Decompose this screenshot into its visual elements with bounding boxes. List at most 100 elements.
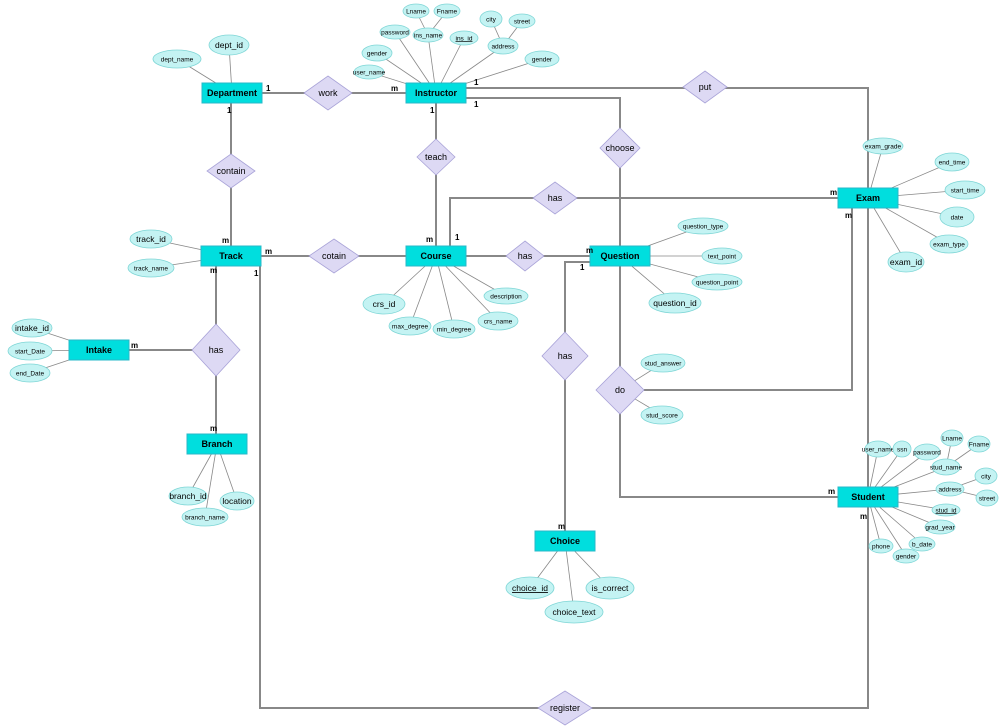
relationship-choose[interactable]: choose: [599, 127, 641, 169]
ellipse-shape: [544, 600, 604, 624]
relationship-has_question[interactable]: has: [505, 240, 545, 272]
attribute-min_degree[interactable]: min_degree: [432, 319, 476, 339]
ellipse-shape: [862, 137, 904, 155]
attribute-ins_lname[interactable]: Lname: [402, 3, 430, 19]
attribute-question_type[interactable]: question_type: [677, 217, 729, 235]
attribute-track_name[interactable]: track_name: [127, 258, 175, 278]
ellipse-shape: [929, 234, 969, 254]
attribute-question_point[interactable]: question_point: [691, 273, 743, 291]
entity-exam[interactable]: Exam: [837, 187, 899, 209]
attribute-start_date[interactable]: start_Date: [7, 341, 53, 361]
attribute-stud_id[interactable]: stud_id: [931, 503, 961, 517]
attribute-st_street[interactable]: street: [975, 489, 999, 507]
entity-student[interactable]: Student: [837, 486, 899, 508]
attribute-label: Lname: [406, 8, 426, 15]
attribute-question_id[interactable]: question_id: [648, 292, 702, 314]
attribute-exam_type[interactable]: exam_type: [929, 234, 969, 254]
attribute-branch_id[interactable]: branch_id: [168, 486, 208, 506]
attribute-grad_year[interactable]: grad_year: [924, 519, 955, 535]
entity-course[interactable]: Course: [405, 245, 467, 267]
attribute-st_address[interactable]: address: [935, 481, 965, 497]
relationship-put[interactable]: put: [682, 70, 728, 104]
attribute-ins_address[interactable]: address: [487, 37, 519, 55]
attribute-dept_name[interactable]: dept_name: [152, 49, 202, 69]
attribute-st_fname[interactable]: Fname: [967, 435, 991, 453]
attribute-track_id[interactable]: track_id: [129, 229, 173, 249]
ellipse-shape: [935, 481, 965, 497]
relationship-do[interactable]: do: [595, 365, 645, 415]
entity-label: Exam: [856, 193, 880, 203]
relationship-register[interactable]: register: [537, 690, 593, 726]
entity-instructor[interactable]: Instructor: [405, 82, 467, 104]
attribute-label: gender: [896, 553, 917, 560]
attribute-intake_id[interactable]: intake_id: [11, 318, 53, 338]
attribute-st_city[interactable]: city: [974, 467, 998, 485]
attribute-ins_gender[interactable]: gender: [361, 44, 393, 62]
entity-branch[interactable]: Branch: [186, 433, 248, 455]
attribute-branch_name[interactable]: branch_name: [181, 507, 229, 527]
relationship-contain[interactable]: contain: [206, 153, 256, 189]
attribute-phone[interactable]: phone: [868, 538, 894, 554]
cardinality-label: m: [210, 266, 217, 275]
entity-department[interactable]: Department: [201, 82, 263, 104]
relationship-cotain[interactable]: cotain: [308, 238, 360, 274]
attribute-label: Fname: [437, 8, 458, 15]
attribute-end_date[interactable]: end_Date: [9, 363, 51, 383]
entity-track[interactable]: Track: [200, 245, 262, 267]
entity-label: Branch: [201, 439, 232, 449]
attribute-dept_id[interactable]: dept_id: [208, 34, 250, 56]
attribute-ins_id[interactable]: ins_id: [449, 30, 479, 46]
attribute-stud_name[interactable]: stud_name: [930, 458, 963, 476]
relationship-work[interactable]: work: [303, 75, 353, 111]
diamond-shape: [416, 138, 456, 176]
ellipse-shape: [168, 486, 208, 506]
attribute-ins_name[interactable]: ins_name: [412, 27, 444, 43]
relationship-has_track[interactable]: has: [191, 323, 241, 377]
attribute-st_user_name[interactable]: user_name: [862, 440, 895, 458]
attribute-choice_id[interactable]: choice_id: [505, 576, 555, 600]
attribute-crs_id[interactable]: crs_id: [362, 293, 406, 315]
attribute-label: question_type: [683, 223, 724, 230]
attribute-stud_score[interactable]: stud_score: [640, 405, 684, 425]
attribute-crs_name[interactable]: crs_name: [477, 311, 519, 331]
attribute-ins_gender2[interactable]: gender: [524, 50, 560, 68]
attribute-ins_city[interactable]: city: [479, 10, 503, 28]
attribute-st_gender[interactable]: gender: [892, 548, 920, 564]
relationship-line: [449, 197, 838, 246]
attribute-ins_street[interactable]: street: [508, 13, 536, 29]
attribute-stud_answer[interactable]: stud_answer: [640, 353, 686, 373]
entity-choice[interactable]: Choice: [534, 530, 596, 552]
attribute-exam_grade[interactable]: exam_grade: [862, 137, 904, 155]
attribute-ssn[interactable]: ssn: [892, 440, 912, 458]
attribute-ins_user_name[interactable]: user_name: [353, 64, 386, 80]
ellipse-shape: [379, 24, 411, 40]
attribute-max_degree[interactable]: max_degree: [388, 316, 432, 336]
relationship-has_choice[interactable]: has: [541, 331, 589, 381]
entity-box: [201, 82, 263, 104]
attribute-ins_fname[interactable]: Fname: [433, 3, 461, 19]
attribute-description[interactable]: description: [483, 287, 529, 305]
relationship-has_exam[interactable]: has: [532, 181, 578, 215]
attribute-label: password: [381, 29, 409, 36]
cardinality-label: 1: [430, 106, 435, 115]
attribute-choice_text[interactable]: choice_text: [544, 600, 604, 624]
attribute-b_date[interactable]: b_date: [908, 536, 936, 552]
diamond-shape: [191, 323, 241, 377]
entity-intake[interactable]: Intake: [68, 339, 130, 361]
attribute-exam_id[interactable]: exam_id: [887, 251, 925, 273]
attribute-end_time[interactable]: end_time: [934, 152, 970, 172]
attribute-st_lname[interactable]: Lname: [940, 429, 964, 447]
attribute-st_password[interactable]: password: [913, 443, 941, 461]
attribute-lines: [29, 10, 988, 613]
entity-box: [186, 433, 248, 455]
attribute-ins_password[interactable]: password: [379, 24, 411, 40]
attribute-date[interactable]: date: [939, 206, 975, 228]
ellipse-shape: [361, 44, 393, 62]
entity-question[interactable]: Question: [589, 245, 651, 267]
attribute-start_time[interactable]: start_time: [944, 180, 986, 200]
attribute-location[interactable]: location: [219, 491, 255, 511]
relationship-teach[interactable]: teach: [416, 138, 456, 176]
attribute-text_point[interactable]: text_point: [701, 247, 743, 265]
attribute-label: branch_id: [169, 491, 207, 501]
attribute-is_correct[interactable]: is_correct: [585, 576, 635, 600]
